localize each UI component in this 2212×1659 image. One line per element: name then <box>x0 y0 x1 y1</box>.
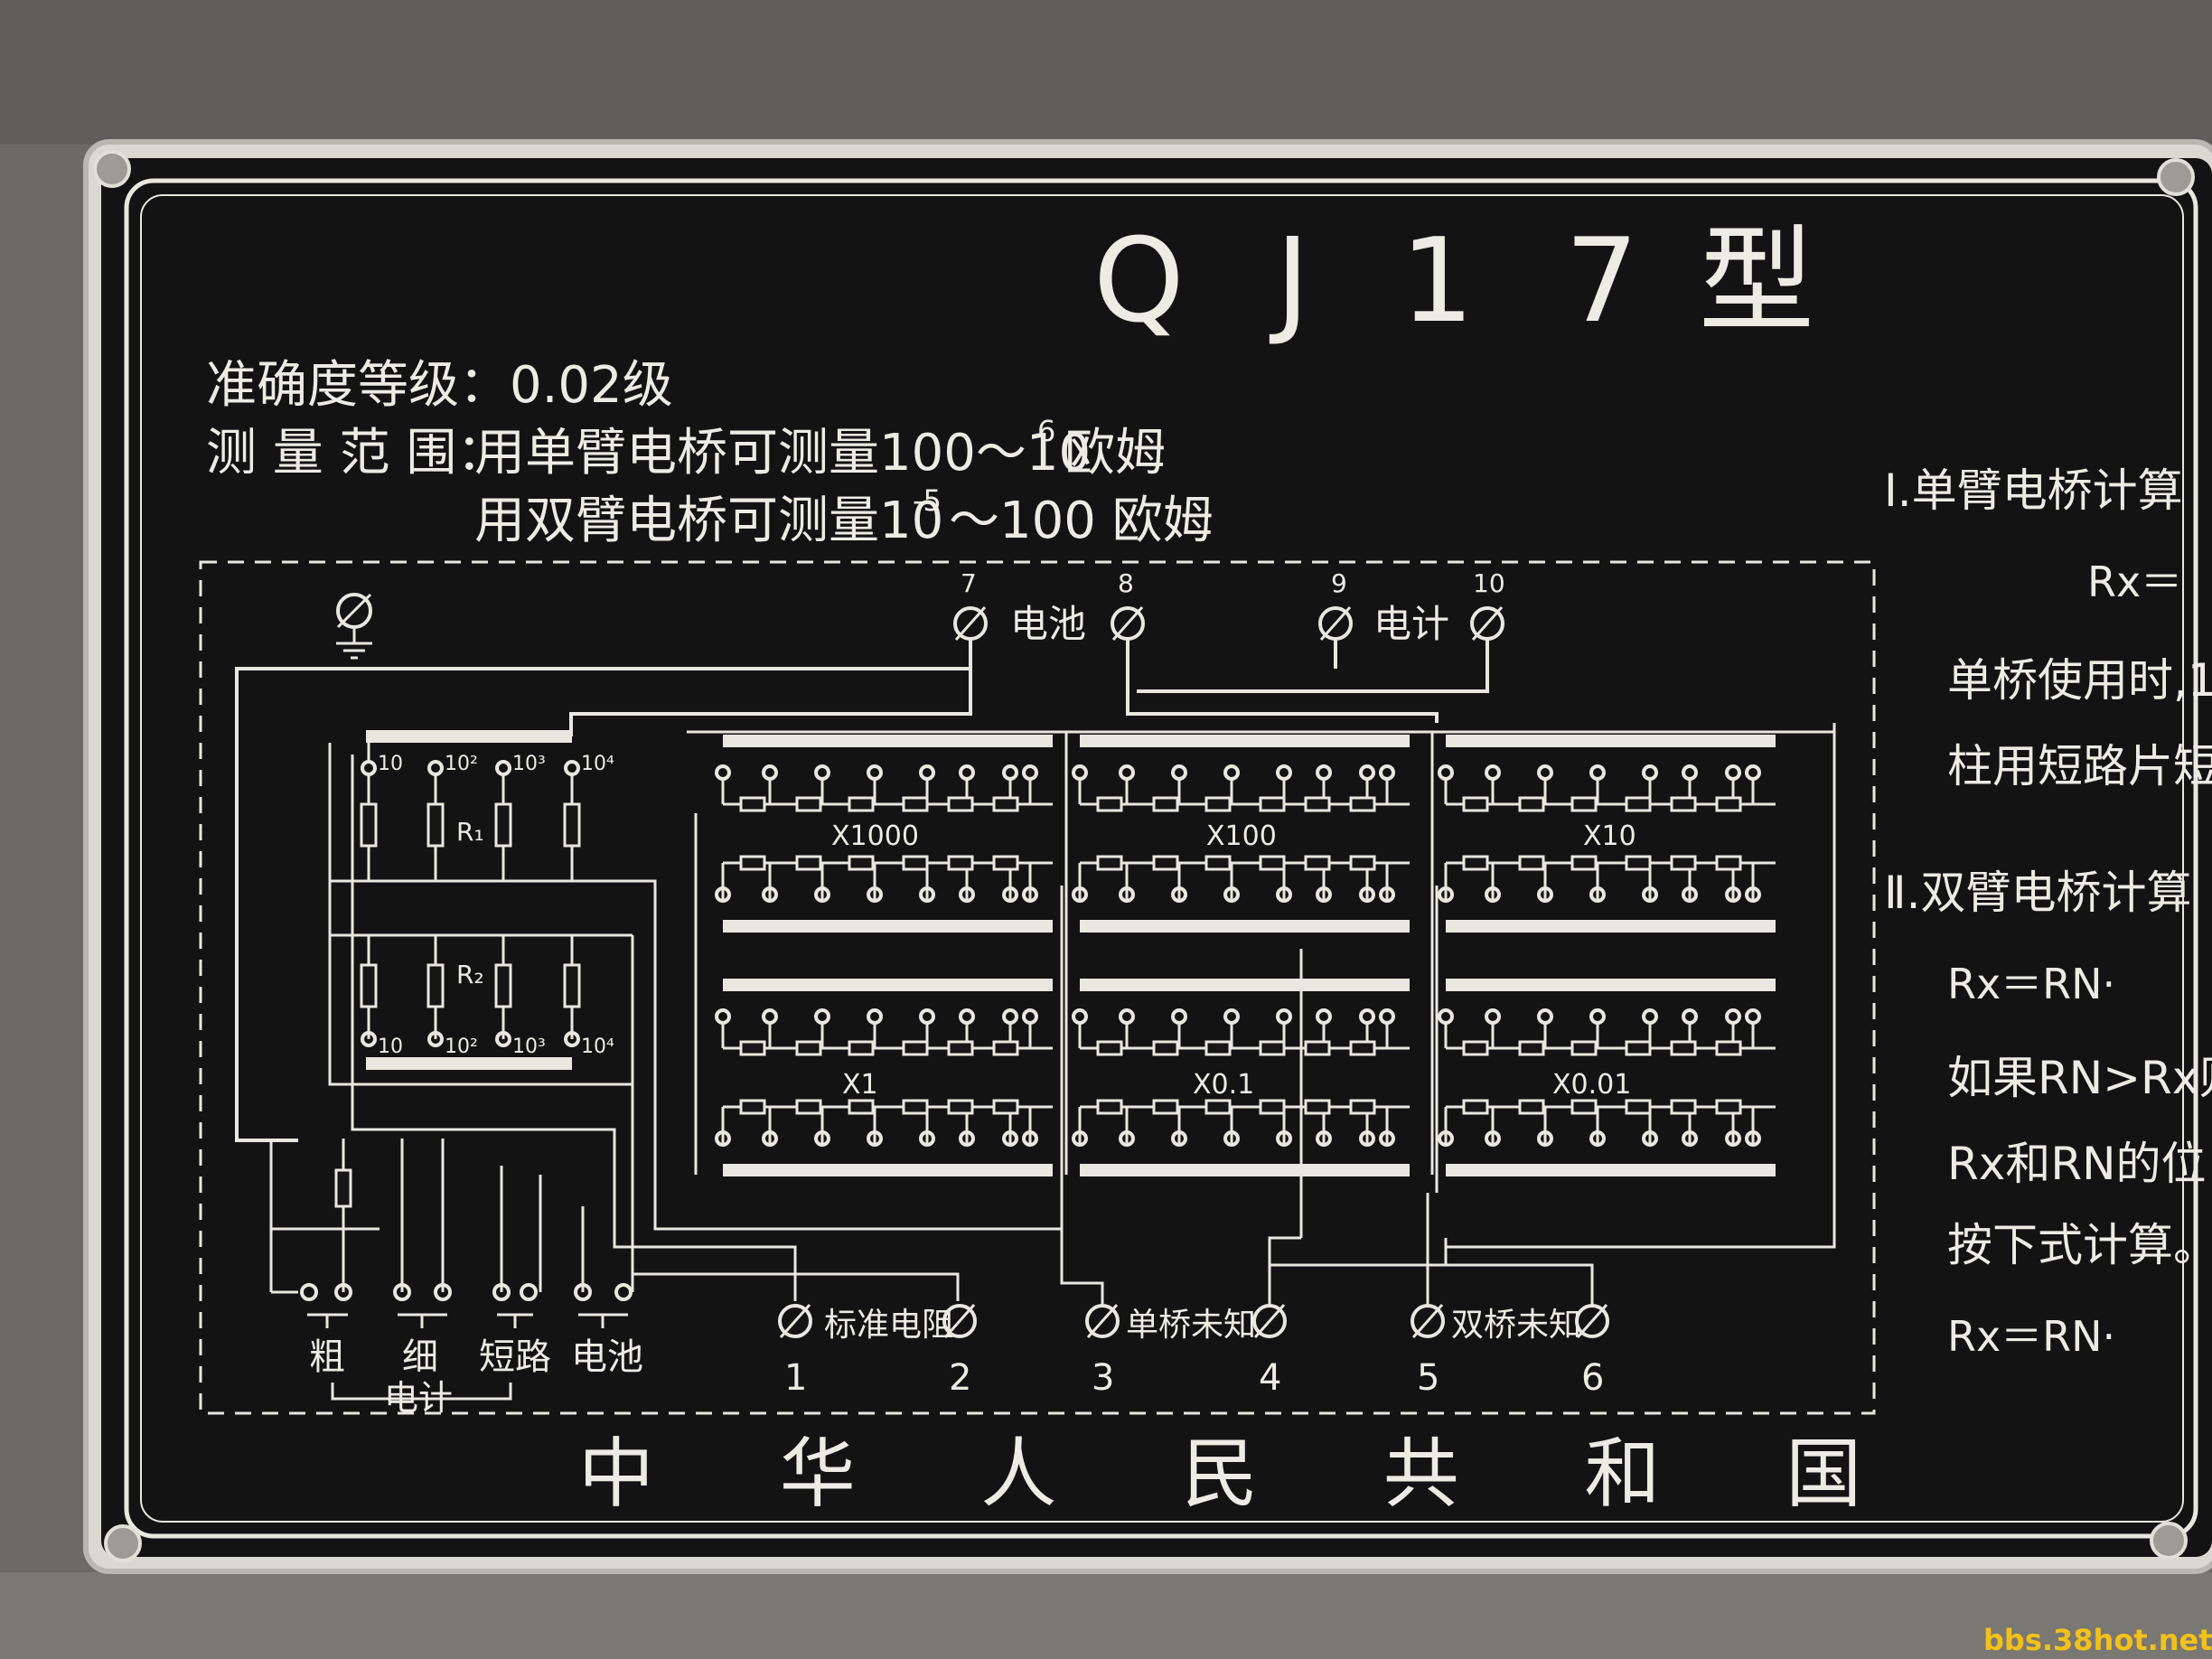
decade-row1-0 <box>715 735 1053 812</box>
country-footer: 中 华 人 民 共 和 国 <box>578 1429 1912 1518</box>
decade-row4-2 <box>1438 1099 1776 1176</box>
range-double: 用双臂电桥可测量10 <box>474 492 943 550</box>
fine-button-label: 细 <box>402 1336 438 1378</box>
single-bridge-note-line1: 单桥使用时,1, <box>1947 654 2212 707</box>
decade-label-x1: X1 <box>842 1069 878 1101</box>
r1-tap-1000: 10³ <box>512 753 546 775</box>
accuracy-class: 准确度等级：0.02级 <box>206 356 673 415</box>
range-single-unit: 欧姆 <box>1064 424 1166 483</box>
plate-border-inner <box>140 194 2184 1523</box>
decade-row2-2 <box>1438 855 1776 933</box>
decade-row3-2 <box>1438 979 1776 1056</box>
terminal-icon <box>953 606 1504 641</box>
range-double-exponent: -5 <box>913 483 942 518</box>
r2-tap-100: 10² <box>445 1036 478 1058</box>
decade-label-x0-01: X0.01 <box>1552 1069 1631 1101</box>
short-button-label: 短路 <box>479 1336 551 1378</box>
single-bridge-calc-title: Ⅰ.单臂电桥计算 <box>1884 464 2183 517</box>
r2-label: R₂ <box>456 960 484 989</box>
double-bridge-note-line3: 按下式计算。 <box>1947 1219 2212 1271</box>
casing-bottom <box>0 1572 2212 1659</box>
instrument-outline <box>199 560 1876 1415</box>
casing-top <box>0 0 2212 145</box>
coarse-button-label: 粗 <box>309 1336 345 1378</box>
battery-terminal-label: 电池 <box>1010 602 1086 646</box>
standard-resistor-label: 标准电阻 <box>824 1307 954 1344</box>
double-bridge-formula: Rx＝RN· <box>1947 960 2115 1008</box>
decade-dials <box>687 730 1836 1176</box>
decade-row1-1 <box>1072 735 1410 812</box>
decade-label-x1000: X1000 <box>831 820 919 852</box>
decade-frame <box>687 730 1836 1175</box>
double-bridge-note-line2: Rx和RN的位 <box>1947 1138 2206 1190</box>
double-bridge-note-line1: 如果RN>Rx则 <box>1947 1052 2212 1104</box>
r2-tap-1000: 10³ <box>512 1036 546 1058</box>
terminal-number-2: 2 <box>949 1357 971 1399</box>
decade-label-x100: X100 <box>1206 820 1277 852</box>
r1-tap-10: 10 <box>378 753 403 775</box>
instructions-panel: Ⅰ.单臂电桥计算 Rx＝ 单桥使用时,1, 柱用短路片短 Ⅱ.双臂电桥计算 Rx… <box>1884 464 2212 1361</box>
single-bridge-formula: Rx＝ <box>2087 558 2182 606</box>
single-bridge-unknown-label: 单桥未知 <box>1126 1307 1256 1344</box>
decade-row4-0 <box>715 1099 1053 1176</box>
ratio-arm-r2 <box>330 933 633 1047</box>
terminal-number-6: 6 <box>1581 1357 1604 1399</box>
range-single-exponent: 6 <box>1037 414 1055 448</box>
r1-label: R₁ <box>456 817 484 847</box>
model-title: Q J 1 7 <box>1093 214 1665 349</box>
range-double-unit: ～100 欧姆 <box>949 492 1214 550</box>
ground-terminal-icon <box>336 593 372 660</box>
r2-tap-10000: 10⁴ <box>581 1036 614 1058</box>
watermark-text: bbs.38hot.net <box>1983 1623 2212 1657</box>
terminal-number-8: 8 <box>1118 568 1134 598</box>
terminal-number-4: 4 <box>1259 1357 1281 1399</box>
decade-row4-1 <box>1072 1099 1410 1176</box>
galvanometer-group-label: 电计 <box>384 1378 453 1418</box>
decade-row2-0 <box>715 855 1053 933</box>
range-label: 测 量 范 围： <box>206 424 507 483</box>
double-bridge-unknown-label: 双桥未知 <box>1451 1307 1581 1344</box>
bridge-circuit-diagram: 7 8 9 10 电池 电计 10 10² 10³ 10⁴ R₁ <box>199 560 1876 1418</box>
battery-button-label: 电池 <box>571 1336 643 1378</box>
terminal-number-1: 1 <box>784 1357 807 1399</box>
terminal-number-10: 10 <box>1473 568 1505 598</box>
screw-icon <box>93 150 2195 1562</box>
galvanometer-terminal-label: 电计 <box>1373 602 1449 646</box>
decade-row3-1 <box>1072 979 1410 1056</box>
terminal-number-5: 5 <box>1417 1357 1439 1399</box>
model-suffix: 型 <box>1699 214 1814 349</box>
r2-tap-10: 10 <box>378 1036 403 1058</box>
single-bridge-note-line2: 柱用短路片短 <box>1947 740 2212 792</box>
terminal-number-9: 9 <box>1331 568 1347 598</box>
range-single: 用单臂电桥可测量100～10 <box>474 424 1091 483</box>
r1-tap-100: 10² <box>445 753 478 775</box>
terminal-number-3: 3 <box>1092 1357 1114 1399</box>
terminal-number-7: 7 <box>961 568 977 598</box>
decade-row1-2 <box>1438 735 1776 812</box>
decade-label-x0-1: X0.1 <box>1193 1069 1254 1101</box>
decade-row2-1 <box>1072 855 1410 933</box>
plate-border <box>124 178 2198 1539</box>
decade-row3-0 <box>715 979 1053 1056</box>
push-buttons <box>269 1139 634 1401</box>
decade-label-x10: X10 <box>1583 820 1636 852</box>
double-bridge-formula-2: Rx＝RN· <box>1947 1312 2115 1361</box>
ratio-arm-r1 <box>360 743 581 883</box>
double-bridge-calc-title: Ⅱ.双臂电桥计算 <box>1884 867 2192 919</box>
r1-tap-10000: 10⁴ <box>581 753 614 775</box>
